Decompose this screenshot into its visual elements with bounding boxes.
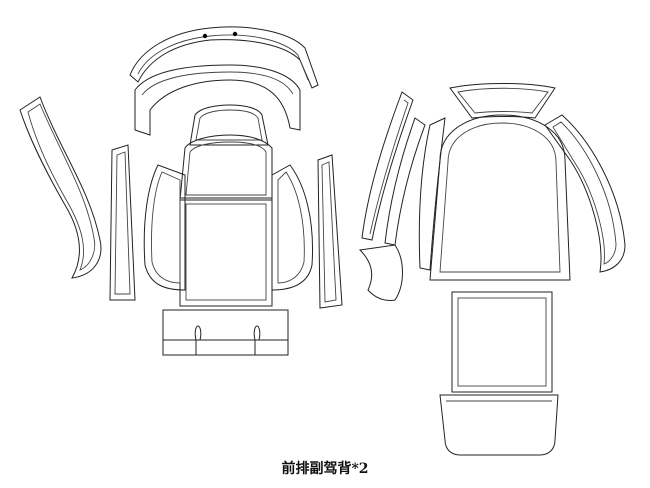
left-bolster-piece [143, 164, 186, 291]
right-corner-piece [358, 244, 403, 301]
hole-marker [232, 31, 238, 37]
right-diagonal-strip-a [361, 91, 414, 241]
hole-marker [202, 33, 208, 39]
left-narrow-strip [109, 144, 136, 301]
right-top-cap [449, 83, 556, 119]
right-back-shell [429, 114, 571, 281]
middle-center-panel [179, 134, 273, 201]
headrest-arch-piece [129, 26, 319, 89]
right-right-wing [544, 114, 626, 273]
right-lower-panel [451, 291, 553, 393]
pattern-caption: 前排副驾背*2 [281, 461, 369, 477]
right-bolster-piece [271, 164, 314, 291]
left-bottom-flap [162, 309, 289, 356]
top-center-panel [189, 104, 269, 146]
right-narrow-strip [317, 154, 343, 309]
right-bottom-pocket [439, 394, 559, 456]
right-left-wing [418, 117, 446, 271]
upper-arch-piece [134, 64, 301, 136]
far-left-strip [19, 96, 102, 279]
lower-center-panel [179, 197, 273, 307]
